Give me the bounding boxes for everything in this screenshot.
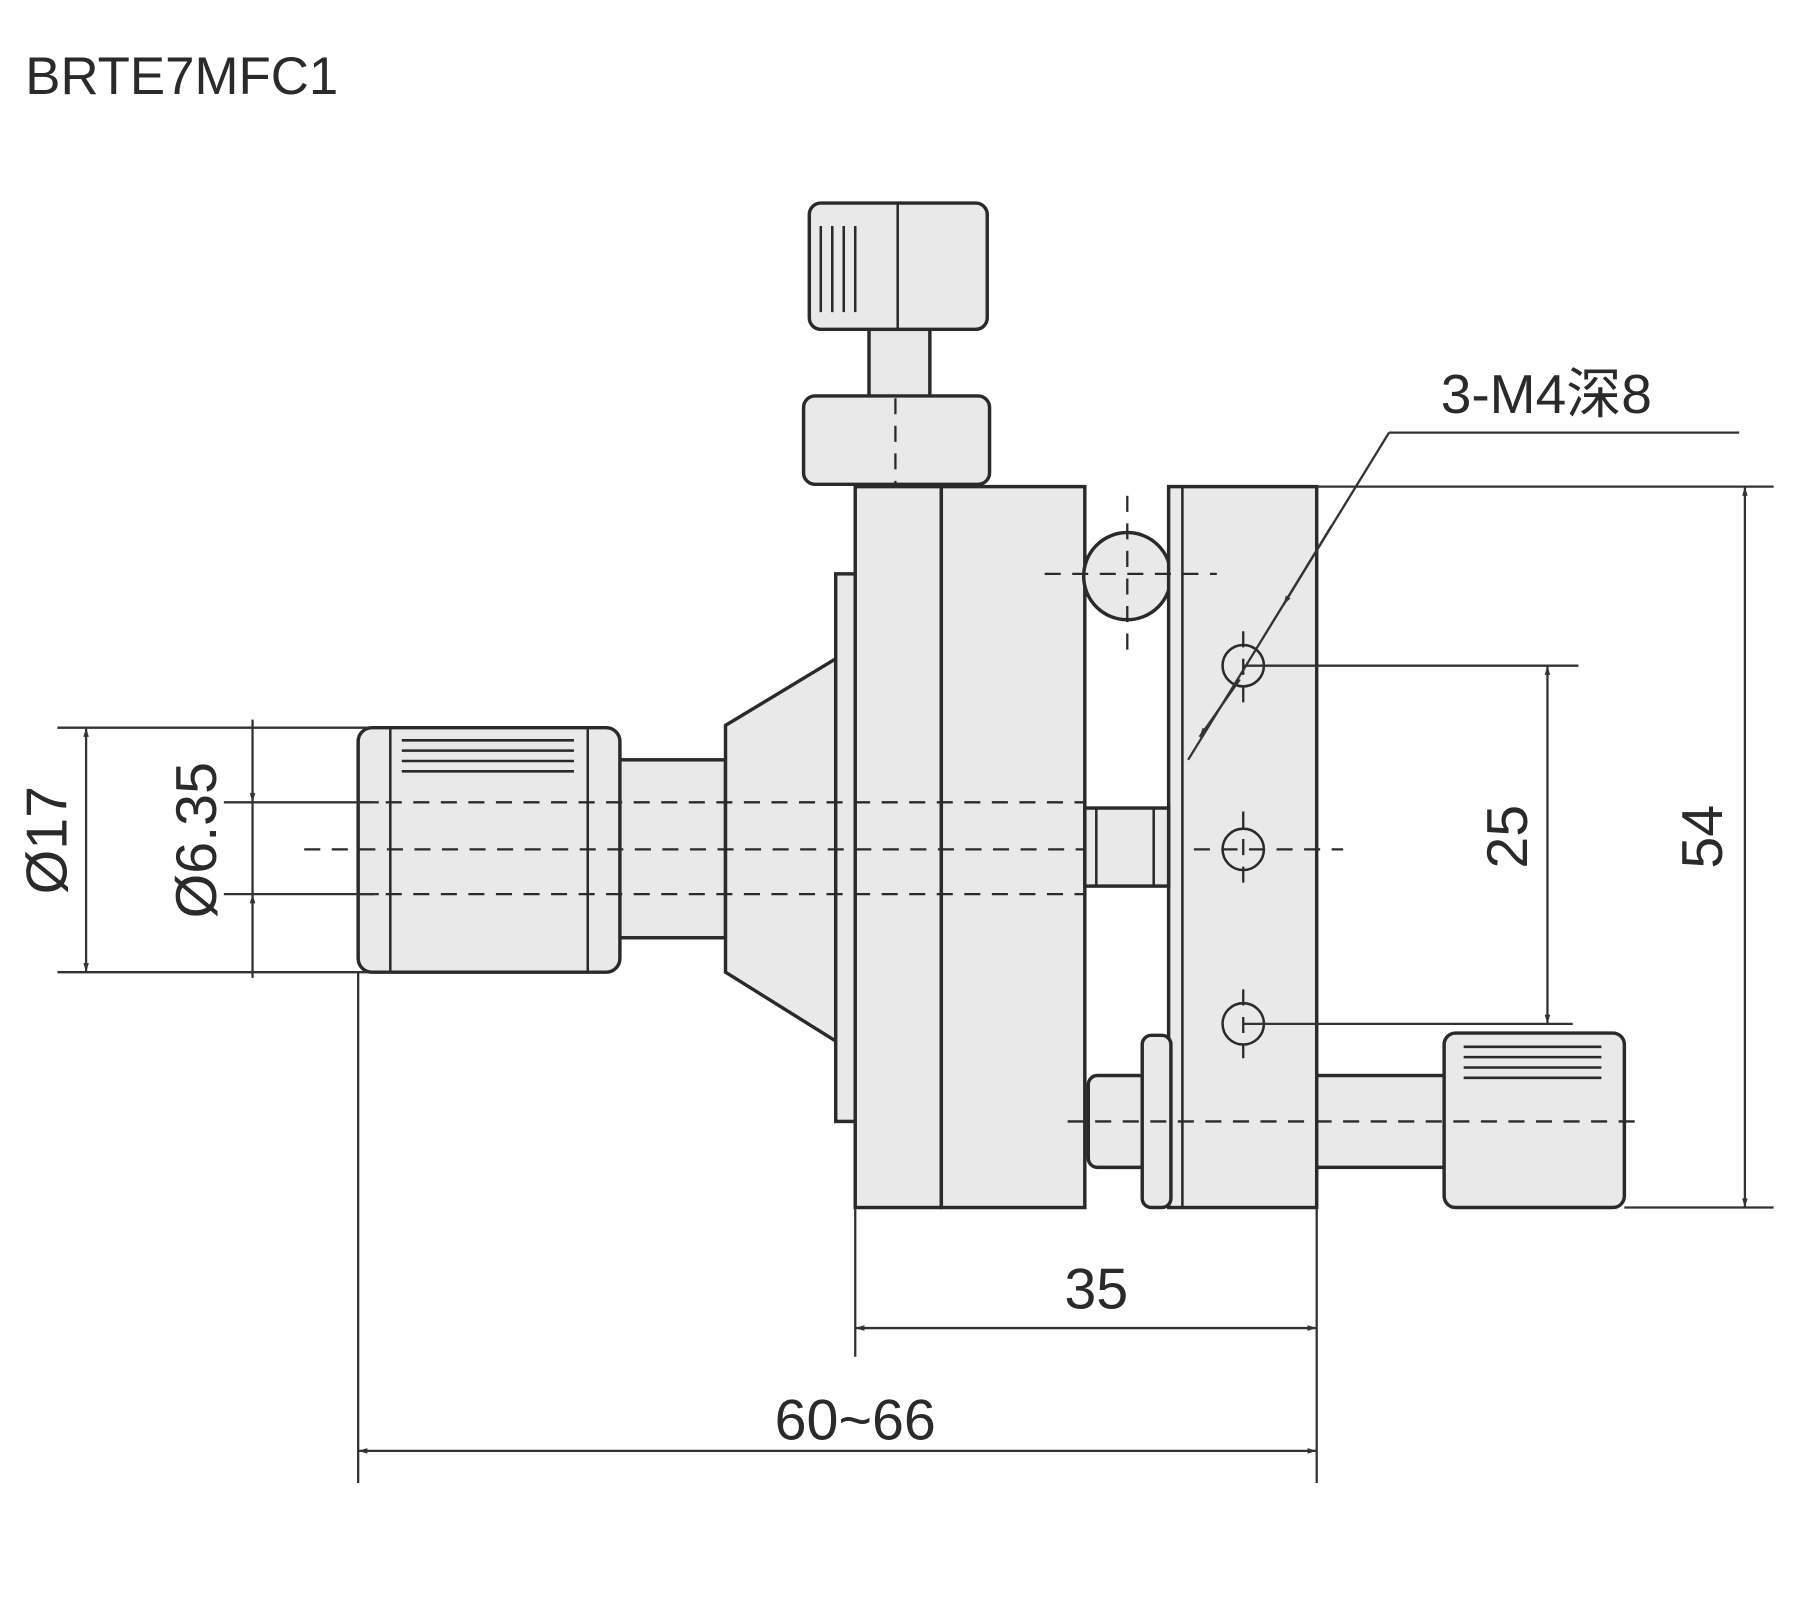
svg-text:3-M4深8: 3-M4深8 bbox=[1441, 363, 1652, 425]
dimension-travel-length: 60~66 bbox=[357, 972, 1317, 1484]
stage-body bbox=[853, 484, 1319, 1210]
top-adjustment-knob bbox=[801, 201, 992, 542]
svg-text:Ø17: Ø17 bbox=[16, 786, 80, 894]
svg-text:60~66: 60~66 bbox=[775, 1388, 936, 1452]
main-micrometer-head bbox=[356, 572, 857, 1124]
svg-text:35: 35 bbox=[1064, 1258, 1128, 1322]
svg-text:Ø6.35: Ø6.35 bbox=[165, 762, 229, 918]
drawing-title: BRTE7MFC1 bbox=[25, 47, 338, 106]
dimension-hole-pitch: 25 bbox=[1243, 664, 1579, 1026]
side-micrometer bbox=[1067, 1031, 1642, 1210]
dimension-height: 54 bbox=[1316, 485, 1774, 1209]
dimension-width: 35 bbox=[854, 1207, 1318, 1484]
thread-note-callout: 3-M4深8 bbox=[1187, 363, 1740, 761]
dimension-spindle-diameter: Ø6.35 bbox=[165, 719, 379, 978]
dimension-drum-diameter: Ø17 bbox=[16, 726, 368, 974]
svg-text:54: 54 bbox=[1671, 805, 1735, 869]
svg-text:25: 25 bbox=[1476, 805, 1540, 869]
